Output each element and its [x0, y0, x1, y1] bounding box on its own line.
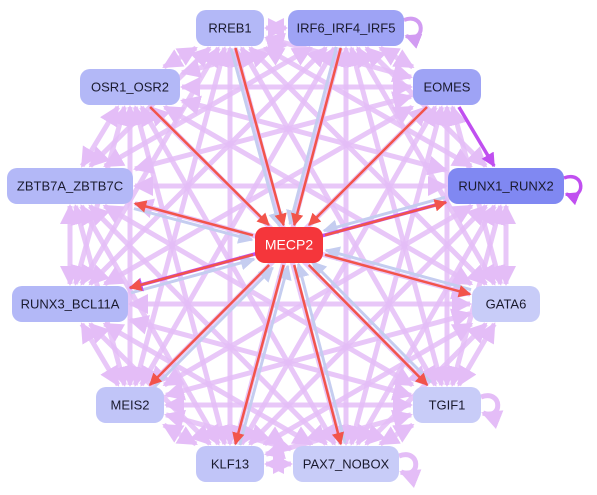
node-rreb1[interactable]: RREB1 — [196, 10, 264, 46]
node-box — [255, 227, 323, 263]
node-label: RREB1 — [208, 21, 251, 36]
node-pax7_nobox[interactable]: PAX7_NOBOX — [293, 446, 399, 482]
edge-mecp2-to-zbtb7a_zbtb7c — [133, 200, 254, 237]
edge-klf13-to-mecp2 — [238, 264, 292, 446]
node-box — [196, 446, 264, 482]
node-label: OSR1_OSR2 — [91, 80, 169, 95]
edge-meis2-to-mecp2 — [152, 266, 274, 389]
node-tgif1[interactable]: TGIF1 — [413, 387, 481, 423]
node-klf13[interactable]: KLF13 — [196, 446, 264, 482]
node-label: RUNX3_BCL11A — [21, 297, 120, 312]
node-box — [288, 10, 404, 46]
node-box — [96, 387, 164, 423]
node-box — [7, 168, 133, 204]
node-box — [12, 286, 128, 322]
node-irf6_irf4_irf5[interactable]: IRF6_IRF4_IRF5 — [288, 10, 404, 46]
edge-mecp2-to-klf13 — [232, 264, 285, 446]
self-loops-layer — [398, 16, 583, 488]
edge-tgif1-to-pax7_nobox — [378, 422, 415, 447]
edge-runx3_bcl11a-to-mecp2 — [130, 255, 256, 295]
edge-tgif1-to-mecp2 — [311, 261, 432, 384]
node-label: GATA6 — [486, 297, 527, 312]
self-loop-tgif1 — [480, 393, 504, 429]
self-loop-runx1_runx2 — [563, 174, 583, 206]
node-mecp2[interactable]: MECP2 — [255, 227, 323, 263]
edge-mecp2-to-meis2 — [148, 264, 271, 386]
edge-eomes-to-mecp2 — [308, 106, 428, 226]
node-meis2[interactable]: MEIS2 — [96, 387, 164, 423]
node-box — [196, 10, 264, 46]
node-gata6[interactable]: GATA6 — [472, 286, 540, 322]
edge-rreb1-to-mecp2 — [234, 47, 287, 227]
node-box — [413, 387, 481, 423]
node-label: ZBTB7A_ZBTB7C — [17, 179, 123, 194]
node-box — [80, 69, 180, 105]
node-label: EOMES — [424, 80, 471, 95]
node-eomes[interactable]: EOMES — [413, 69, 481, 105]
edge-runx1_runx2-to-mecp2 — [322, 195, 446, 235]
node-zbtb7a_zbtb7c[interactable]: ZBTB7A_ZBTB7C — [7, 168, 133, 204]
edge-zbtb7a_zbtb7c-to-mecp2 — [133, 207, 254, 244]
node-box — [448, 168, 564, 204]
edge-irf6_irf4_irf5-to-mecp2 — [291, 47, 342, 227]
edge-mecp2-to-runx3_bcl11a — [128, 253, 254, 291]
self-loop-irf6_irf4_irf5 — [403, 16, 423, 49]
node-box — [472, 286, 540, 322]
edge-mecp2-to-runx1_runx2 — [324, 199, 448, 237]
edge-pax7_nobox-to-mecp2 — [294, 262, 347, 444]
edge-eomes-to-runx1_runx2 — [457, 106, 496, 168]
edge-irf6_irf4_irf5-to-mecp2 — [286, 46, 338, 226]
node-label: KLF13 — [211, 457, 249, 472]
edge-mecp2-to-pax7_nobox — [292, 264, 345, 446]
edge-mecp2-to-gata6 — [324, 253, 472, 298]
node-runx1_runx2[interactable]: RUNX1_RUNX2 — [448, 168, 564, 204]
node-label: RUNX1_RUNX2 — [458, 179, 553, 194]
node-runx3_bcl11a[interactable]: RUNX3_BCL11A — [12, 286, 128, 322]
node-box — [293, 446, 399, 482]
node-label: IRF6_IRF4_IRF5 — [297, 21, 396, 36]
edge-gata6-to-mecp2 — [324, 246, 472, 292]
edge-mecp2-to-tgif1 — [307, 264, 429, 386]
node-osr1_osr2[interactable]: OSR1_OSR2 — [80, 69, 180, 105]
self-loop-pax7_nobox — [398, 452, 422, 488]
edge-osr1_osr2-to-mecp2 — [149, 106, 270, 226]
node-box — [413, 69, 481, 105]
node-label: MECP2 — [265, 237, 313, 253]
node-label: PAX7_NOBOX — [303, 457, 390, 472]
node-label: MEIS2 — [110, 398, 149, 413]
edge-rreb1-to-mecp2 — [229, 48, 284, 228]
node-label: TGIF1 — [429, 398, 466, 413]
